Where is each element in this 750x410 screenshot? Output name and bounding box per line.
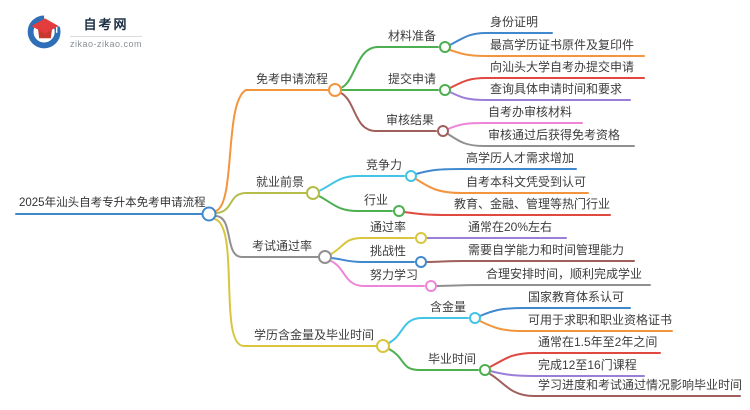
edge-diploma-recognized bbox=[415, 178, 463, 194]
leaf-1-5-to-2-years[interactable]: 通常在1.5年至2年之间 bbox=[538, 335, 658, 349]
edge-highest-diploma-original-copy bbox=[449, 49, 487, 57]
node-employment-prospects[interactable]: 就业前景 bbox=[256, 175, 305, 189]
leaf-self-study-time-management[interactable]: 需要自学能力和时间管理能力 bbox=[468, 243, 625, 257]
edge-material-preparation bbox=[340, 46, 379, 89]
edge-schedule-time-complete-studies bbox=[435, 284, 483, 287]
edge-competitiveness bbox=[318, 175, 359, 192]
ring-exam-pass-rate[interactable] bbox=[318, 250, 332, 264]
graduation-cap-icon bbox=[27, 13, 63, 49]
edge-industries bbox=[318, 195, 359, 212]
ring-review-result[interactable] bbox=[437, 125, 449, 137]
edge-exemption-application-process bbox=[215, 89, 247, 212]
ring-exemption-application-process[interactable] bbox=[328, 83, 342, 97]
node-competitiveness[interactable]: 竞争力 bbox=[366, 158, 403, 172]
edge-job-hunting-certificates bbox=[479, 320, 525, 332]
node-challenge[interactable]: 挑战性 bbox=[370, 244, 407, 258]
edge-employment-prospects bbox=[215, 192, 247, 214]
ring-competitiveness[interactable] bbox=[405, 170, 417, 182]
edge-gold-content bbox=[388, 317, 423, 344]
leaf-identity-proof[interactable]: 身份证明 bbox=[490, 15, 539, 29]
ring-challenge[interactable] bbox=[415, 256, 427, 268]
leaf-diploma-recognized[interactable]: 自考本科文凭受到认可 bbox=[466, 175, 587, 189]
leaf-obtain-exemption-qualification[interactable]: 审核通过后获得免考资格 bbox=[488, 128, 621, 142]
node-gold-content[interactable]: 含金量 bbox=[430, 300, 467, 314]
edge-popular-industries bbox=[403, 211, 451, 216]
ring-study-hard[interactable] bbox=[425, 280, 437, 292]
node-pass-rate[interactable]: 通过率 bbox=[370, 220, 407, 234]
ring-material-preparation[interactable] bbox=[439, 41, 451, 53]
edge-graduation-time bbox=[388, 348, 421, 371]
leaf-12-to-16-courses[interactable]: 完成12至16门课程 bbox=[538, 358, 637, 372]
ring-employment-prospects[interactable] bbox=[306, 186, 320, 200]
ring-degree-value-graduation-time[interactable] bbox=[376, 339, 390, 353]
node-industries[interactable]: 行业 bbox=[364, 193, 389, 207]
leaf-popular-industries[interactable]: 教育、金融、管理等热门行业 bbox=[454, 197, 611, 211]
leaf-national-education-recognition[interactable]: 国家教育体系认可 bbox=[528, 290, 625, 304]
edge-check-time-requirements bbox=[449, 91, 487, 101]
node-material-preparation[interactable]: 材料准备 bbox=[388, 29, 437, 43]
leaf-job-hunting-certificates[interactable]: 可用于求职和职业资格证书 bbox=[528, 313, 673, 327]
edge-submit-to-shantou-university bbox=[449, 77, 487, 89]
node-submit-application[interactable]: 提交申请 bbox=[388, 72, 437, 86]
ring-pass-rate[interactable] bbox=[415, 232, 427, 244]
edge-exam-pass-rate bbox=[215, 215, 243, 258]
leaf-office-reviews-materials[interactable]: 自考办审核材料 bbox=[488, 105, 573, 119]
leaf-progress-affects-graduation[interactable]: 学习进度和考试通过情况影响毕业时间 bbox=[538, 378, 743, 392]
logo-domain: zikao-zikao.com bbox=[70, 35, 143, 49]
edge-degree-value-graduation-time bbox=[214, 218, 245, 347]
logo-cap-board bbox=[31, 18, 59, 34]
ring-submit-application[interactable] bbox=[439, 84, 451, 96]
ring-graduation-time[interactable] bbox=[479, 364, 491, 376]
edge-challenge bbox=[330, 257, 363, 263]
edge-identity-proof bbox=[449, 32, 487, 46]
edge-review-result bbox=[340, 92, 377, 132]
ring-root[interactable] bbox=[201, 206, 217, 222]
logo-crescent bbox=[27, 15, 61, 49]
node-graduation-time[interactable]: 毕业时间 bbox=[428, 352, 477, 366]
edge-12-to-16-courses bbox=[489, 370, 535, 377]
edge-office-reviews-materials bbox=[447, 122, 485, 130]
leaf-submit-to-shantou-university[interactable]: 向汕头大学自考办提交申请 bbox=[490, 60, 635, 74]
edge-progress-affects-graduation bbox=[489, 373, 535, 397]
node-degree-value-graduation-time[interactable]: 学历含金量及毕业时间 bbox=[254, 328, 375, 342]
leaf-highest-diploma-original-copy[interactable]: 最高学历证书原件及复印件 bbox=[490, 38, 635, 52]
ring-industries[interactable] bbox=[393, 205, 405, 217]
edge-demand-for-talent bbox=[415, 168, 463, 175]
ring-gold-content[interactable] bbox=[469, 312, 481, 324]
node-study-hard[interactable]: 努力学习 bbox=[370, 268, 419, 282]
leaf-around-20-percent[interactable]: 通常在20%左右 bbox=[468, 220, 553, 234]
node-exemption-application-process[interactable]: 免考申请流程 bbox=[256, 72, 329, 86]
edge-pass-rate bbox=[330, 237, 363, 255]
edge-self-study-time-management bbox=[425, 260, 465, 263]
leaf-schedule-time-complete-studies[interactable]: 合理安排时间，顺利完成学业 bbox=[486, 267, 643, 281]
edge-study-hard bbox=[330, 260, 365, 287]
node-review-result[interactable]: 审核结果 bbox=[386, 113, 435, 127]
logo-title: 自考网 bbox=[83, 16, 129, 32]
leaf-check-time-requirements[interactable]: 查询具体申请时间和要求 bbox=[490, 82, 623, 96]
leaf-demand-for-talent[interactable]: 高学历人才需求增加 bbox=[466, 151, 575, 165]
site-logo[interactable]: 自考网 zikao-zikao.com bbox=[27, 13, 143, 49]
edge-obtain-exemption-qualification bbox=[447, 133, 485, 147]
node-root[interactable]: 2025年汕头自考专升本免考申请流程 bbox=[19, 197, 206, 209]
edge-national-education-recognition bbox=[479, 307, 525, 317]
edge-1-5-to-2-years bbox=[489, 352, 535, 368]
node-exam-pass-rate[interactable]: 考试通过率 bbox=[252, 239, 313, 253]
